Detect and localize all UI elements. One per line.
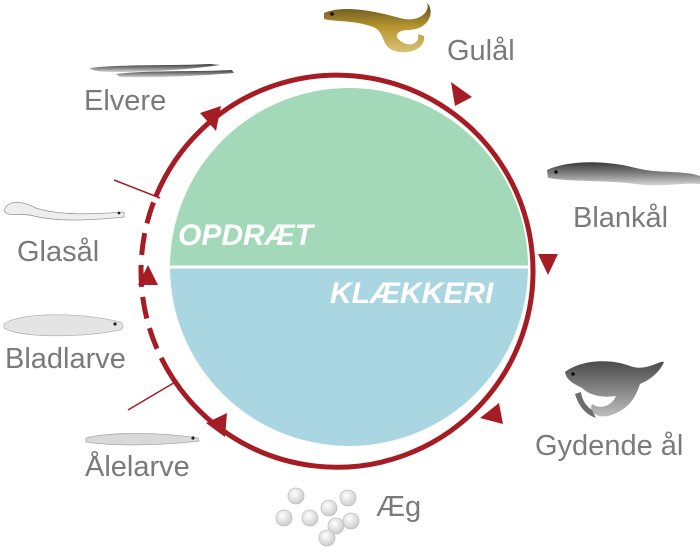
yellow-eel-icon bbox=[324, 2, 431, 53]
opdraet-section bbox=[170, 88, 528, 267]
arrow-icon bbox=[138, 265, 158, 285]
boundary-tick-bottom bbox=[127, 380, 178, 411]
arrow-icon bbox=[538, 254, 558, 275]
boundary-tick-top bbox=[113, 179, 161, 199]
cycle-arc-dashed bbox=[138, 195, 175, 379]
elver-icon bbox=[90, 64, 234, 78]
eggs-icon bbox=[275, 487, 360, 547]
stage-label-gydende-aal: Gydende ål bbox=[535, 430, 683, 462]
section-label-opdraet: OPDRÆT bbox=[178, 219, 316, 252]
leaf-larva-icon bbox=[3, 314, 124, 337]
klaekkeri-section bbox=[170, 267, 528, 446]
glass-eel-icon bbox=[3, 201, 125, 221]
stage-label-aalelarve: Ålelarve bbox=[85, 450, 190, 483]
arrow-icon bbox=[480, 403, 503, 424]
cycle-ring bbox=[138, 72, 536, 470]
stage-label-gulaal: Gulål bbox=[447, 35, 515, 67]
stage-label-blankaal: Blankål bbox=[573, 202, 668, 234]
silver-eel-icon bbox=[547, 162, 700, 186]
arrow-icon bbox=[451, 82, 472, 106]
direction-arrows bbox=[138, 82, 558, 437]
stage-label-elvere: Elvere bbox=[84, 85, 166, 117]
stage-label-aeg: Æg bbox=[376, 491, 421, 523]
section-label-klaekkeri: KLÆKKERI bbox=[330, 277, 494, 310]
stage-label-bladlarve: Bladlarve bbox=[5, 343, 126, 375]
eel-larva-icon bbox=[85, 433, 200, 446]
arrow-icon bbox=[206, 413, 227, 437]
cycle-arc-solid bbox=[153, 72, 536, 470]
arrow-icon bbox=[200, 106, 221, 131]
spawning-eel-icon bbox=[565, 361, 664, 418]
center-circle bbox=[166, 88, 532, 446]
stage-label-glasaal: Glasål bbox=[17, 236, 99, 268]
